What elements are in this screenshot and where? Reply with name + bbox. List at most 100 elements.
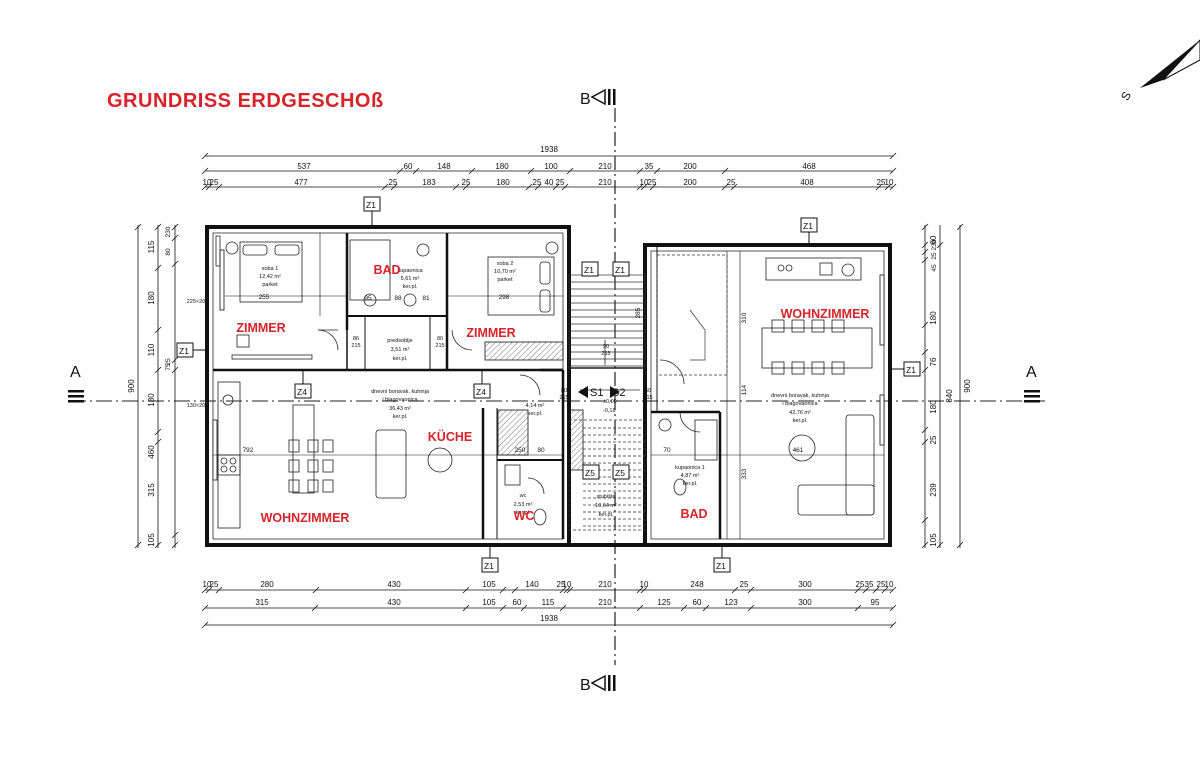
svg-text:Z4: Z4 [297,387,307,397]
dim-top-r1-0: 537 [297,162,311,171]
plan-title: GRUNDRISS ERDGESCHOß [107,90,384,112]
dim-bot-r1-8: 210 [598,580,612,589]
staircase [568,254,728,531]
dim-top-r2-10: 210 [598,178,612,187]
svg-text:Z1: Z1 [484,561,494,571]
furniture [215,235,875,529]
dim-left-outer: 900 [127,379,136,393]
svg-text:Z1: Z1 [716,561,726,571]
dim-right-in-1: 180 [929,311,938,325]
dim-top-r2-13: 200 [683,178,697,187]
note-predsoblje: predsoblje 3,51 m² ker.pl. [387,338,412,362]
door-dim-e2: 215 [643,395,652,401]
note-pred-area: 3,51 m² [391,347,410,353]
dim-left-225x20: 225×20 [187,299,206,305]
tag-z4-left: Z4 [294,370,312,399]
dim-bot-r2-1: 430 [387,598,401,607]
note-level-1: -0,18 [603,408,616,414]
dim-bot-r1-11: 25 [740,580,749,589]
section-marker-b-top: B [580,88,616,108]
dim-stair-285: 285 [635,307,642,318]
interior-dimension-labels: 255 298 792 461 310 114 333 285 95 88 81… [243,294,804,479]
dim-left-in-6: 105 [147,533,156,547]
tag-z5-a: Z5 [582,464,600,480]
note-wc-area: 2,53 m² [514,502,533,508]
dim-top-r1-7: 200 [683,162,697,171]
dim-bot-r2-2: 105 [482,598,496,607]
note-dr-floor: ker.pl. [793,418,808,424]
note-hodnik: 4,14 m² ker.pl. [526,403,545,417]
dim-bath-70: 70 [663,447,671,454]
dim-right-in-4: 25 [929,435,938,444]
dim-bath-88: 88 [394,295,402,302]
note-wc: wc 2,53 m² ker.pl. [514,493,533,516]
note-soba2-floor: parket [497,277,513,283]
svg-text:Z1: Z1 [615,265,625,275]
note-soba2-name: soba 2 [497,261,514,267]
dim-bot-r2-8: 123 [724,598,738,607]
door-dim-a: 86 [353,336,359,342]
svg-text:Z1: Z1 [179,346,189,356]
note-soba1-name: soba 1 [262,266,279,272]
dim-bot-r1-1: 25 [210,580,219,589]
north-arrow-icon: S [1118,39,1200,103]
dim-right-840: 840 [945,389,954,403]
interior-dimension-lines [213,233,884,539]
left-dimension-chains [134,223,179,549]
dim-top-r1-5: 210 [598,162,612,171]
dim-top-r1-1: 60 [404,162,413,171]
dim-left-sm-0: 230 [165,226,172,237]
note-stub-floor: ker.pl. [599,512,614,518]
note-hod-area: 4,14 m² [526,403,545,409]
dim-bot-r1-0: 10 [203,580,212,589]
section-label-b-bottom: B [580,677,591,694]
room-label-kueche: KÜCHE [427,430,473,444]
svg-text:Z5: Z5 [615,468,625,478]
door-dim-b2: 215 [435,343,444,349]
dim-top-total: 1938 [540,145,558,154]
dim-east-461: 461 [793,447,804,454]
note-soba1-area: 12,42 m² [259,274,281,280]
tag-z5-b: Z5 [612,464,630,480]
room-label-bad-right: BAD [680,507,708,521]
dim-bot-r1-15: 25 [877,580,886,589]
note-dl-floor: ker.pl. [393,414,408,420]
note-kup-top-floor: ker.pl. [403,284,418,290]
dim-bot-r1-6: 25 [557,580,566,589]
tag-z1-bottom-a: Z1 [481,545,499,573]
note-kup-r-name: kupaonica 1 [675,465,705,471]
dim-top-r2-16: 25 [877,178,886,187]
dim-top-r1-2: 148 [437,162,451,171]
tag-z1-mid-b: Z1 [612,261,630,277]
section-marker-b-bottom: B [580,674,616,694]
dim-right-in-5: 239 [929,483,938,497]
dim-top-r2-2: 477 [294,178,308,187]
dim-west-792: 792 [243,447,254,454]
room-label-bad-top: BAD [373,263,401,277]
svg-text:Z1: Z1 [584,265,594,275]
dim-top-r2-11: 10 [640,178,649,187]
dim-bot-r1-7: 10 [563,580,572,589]
note-dl-name: dnevni boravak, kuhinja [371,389,430,395]
dim-top-r2-6: 180 [496,178,510,187]
dim-top-r2-1: 25 [210,178,219,187]
dim-bot-r2-0: 315 [255,598,269,607]
dim-bot-r2-7: 60 [693,598,702,607]
dim-right-in-6: 105 [929,533,938,547]
s1-label: S1 [590,387,603,399]
note-dr-area: 42,76 m² [789,410,811,416]
dim-left-sm-1: 80 [165,248,172,256]
svg-text:Z5: Z5 [585,468,595,478]
top-dimension-chains [201,152,897,191]
dim-top-r1-6: 35 [645,162,654,171]
room-label-zimmer-mid: ZIMMER [466,326,516,340]
dim-top-r1-8: 468 [802,162,816,171]
tag-z1-right-top: Z1 [800,217,818,245]
note-kup-top-area: 5,61 m² [401,276,420,282]
dim-east-333: 333 [741,468,748,479]
dim-top-r2-5: 25 [462,178,471,187]
